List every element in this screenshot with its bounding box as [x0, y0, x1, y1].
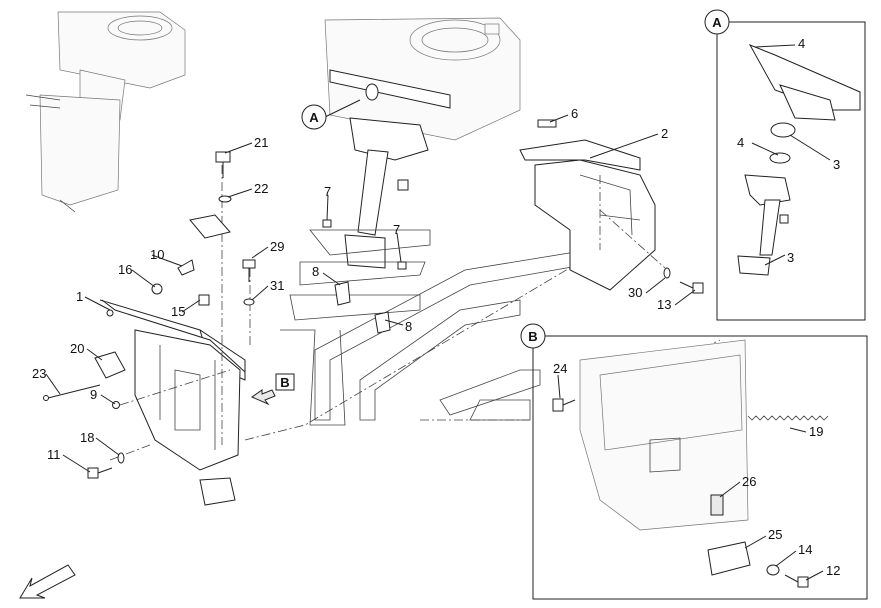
view-b-arrow-icon: [250, 389, 276, 406]
part-label-3b: 3: [787, 250, 794, 265]
callout-a-main: A: [301, 104, 327, 130]
part-label-8a: 8: [312, 264, 319, 279]
part-label-30: 30: [628, 285, 642, 300]
part-label-11: 11: [47, 447, 61, 462]
part-label-4b: 4: [737, 135, 744, 150]
part-label-21: 21: [254, 135, 268, 150]
part-1-bracket: [99, 299, 246, 506]
hardware: [43, 119, 704, 479]
part-label-24: 24: [553, 361, 567, 376]
detail-b-panel: [532, 335, 868, 600]
part-label-2: 2: [661, 126, 668, 141]
part-label-25: 25: [768, 527, 782, 542]
steering-console: [324, 17, 521, 269]
view-b-box: B: [275, 373, 295, 391]
part-label-8b: 8: [405, 319, 412, 334]
part-label-1: 1: [76, 289, 83, 304]
callout-a-main-text: A: [309, 110, 319, 125]
part-label-12: 12: [826, 563, 840, 578]
part-label-9: 9: [90, 387, 97, 402]
part-label-10: 10: [150, 247, 164, 262]
callout-b-detail: B: [520, 323, 546, 349]
part-label-20: 20: [70, 341, 84, 356]
part-2-cover: [519, 139, 656, 291]
part-labels: 21 22 29 31 10 16 1 15 20 23 9 18 11 7 7…: [32, 36, 840, 578]
part-label-29: 29: [270, 239, 284, 254]
callout-b-detail-text: B: [528, 329, 537, 344]
direction-arrow-icon: [19, 564, 76, 599]
leader-lines: [45, 44, 831, 581]
part-label-6: 6: [571, 106, 578, 121]
part-label-15: 15: [171, 304, 185, 319]
part-label-16: 16: [118, 262, 132, 277]
part-label-7a: 7: [324, 184, 331, 199]
callout-a-detail-text: A: [712, 15, 722, 30]
part-label-19: 19: [809, 424, 823, 439]
callout-a-detail: A: [704, 9, 730, 35]
part-label-26: 26: [742, 474, 756, 489]
part-label-31: 31: [270, 278, 284, 293]
part-label-22: 22: [254, 181, 268, 196]
part-label-18: 18: [80, 430, 94, 445]
detail-a-panel: [716, 21, 866, 321]
part-label-14: 14: [798, 542, 812, 557]
part-label-4a: 4: [798, 36, 805, 51]
part-label-23: 23: [32, 366, 46, 381]
part-label-7b: 7: [393, 222, 400, 237]
part-label-3a: 3: [833, 157, 840, 172]
view-b-box-text: B: [280, 375, 289, 390]
view-arrows: [19, 389, 276, 599]
overview-thumbnail: [25, 11, 186, 213]
part-label-13: 13: [657, 297, 671, 312]
